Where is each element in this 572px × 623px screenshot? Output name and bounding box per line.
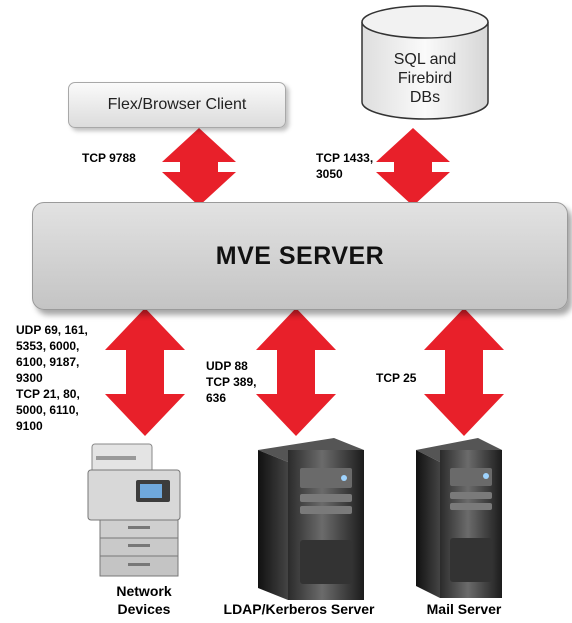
port-line: UDP 69, 161, bbox=[16, 323, 88, 337]
port-line: TCP 1433, bbox=[316, 151, 374, 165]
database-arrow bbox=[376, 128, 450, 206]
network-devices-caption: Network Devices bbox=[96, 582, 192, 618]
mail-tower-server-icon bbox=[416, 438, 502, 598]
printer-icon bbox=[87, 443, 181, 577]
database-label-line: DBs bbox=[409, 89, 441, 106]
ldap-port-label: UDP 88 TCP 389, 636 bbox=[206, 358, 256, 406]
port-line: TCP 389, bbox=[206, 375, 257, 389]
port-line: 9300 bbox=[16, 371, 43, 385]
database-label-line: Firebird bbox=[397, 70, 453, 87]
database-cylinder-icon bbox=[361, 5, 489, 120]
mail-caption: Mail Server bbox=[414, 600, 514, 618]
ldap-arrow bbox=[256, 308, 336, 436]
mve-server-label: MVE SERVER bbox=[215, 241, 385, 270]
mail-arrow bbox=[424, 308, 504, 436]
caption-line: LDAP/Kerberos Server bbox=[223, 601, 375, 617]
client-label: Flex/Browser Client bbox=[107, 96, 247, 113]
caption-line: Mail Server bbox=[426, 601, 502, 617]
mve-server-box: MVE SERVER bbox=[32, 202, 568, 310]
caption-line: Network bbox=[116, 583, 172, 599]
port-line: TCP 9788 bbox=[82, 151, 136, 165]
database-port-label: TCP 1433, 3050 bbox=[316, 150, 373, 182]
port-line: 9100 bbox=[16, 419, 43, 433]
client-arrow bbox=[162, 128, 236, 206]
mail-port-label: TCP 25 bbox=[376, 370, 416, 386]
network-devices-arrow bbox=[105, 308, 185, 436]
database-label: SQL and Firebird DBs bbox=[370, 50, 480, 107]
network-devices-port-label: UDP 69, 161, 5353, 6000, 6100, 9187, 930… bbox=[16, 322, 88, 434]
port-line: 6100, 9187, bbox=[16, 355, 80, 369]
port-line: 5353, 6000, bbox=[16, 339, 80, 353]
port-line: 636 bbox=[206, 391, 227, 405]
ldap-tower-server-icon bbox=[258, 438, 364, 600]
database-label-line: SQL and bbox=[393, 51, 457, 68]
client-box: Flex/Browser Client bbox=[68, 82, 286, 128]
port-line: UDP 88 bbox=[206, 359, 248, 373]
port-line: 5000, 6110, bbox=[16, 403, 79, 417]
ldap-caption: LDAP/Kerberos Server bbox=[206, 600, 392, 618]
caption-line: Devices bbox=[117, 601, 171, 617]
port-line: TCP 21, 80, bbox=[16, 387, 80, 401]
port-line: 3050 bbox=[316, 167, 343, 181]
client-port-label: TCP 9788 bbox=[82, 150, 136, 166]
port-line: TCP 25 bbox=[376, 371, 417, 385]
